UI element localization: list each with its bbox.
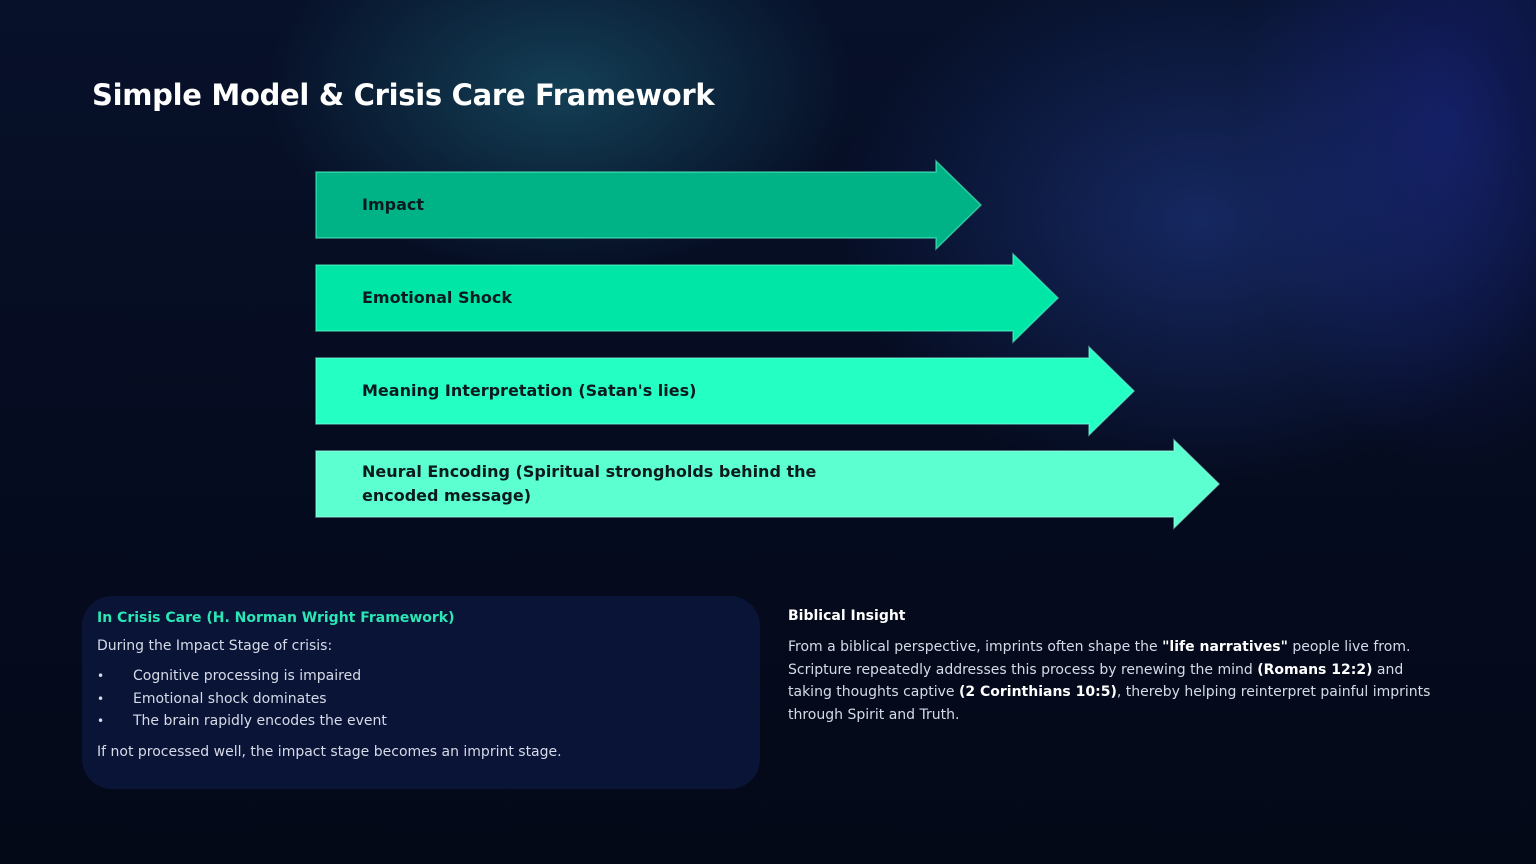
list-item-text: The brain rapidly encodes the event (133, 713, 387, 729)
biblical-insight-section: Biblical Insight From a biblical perspec… (788, 608, 1438, 726)
insight-text: From a biblical perspective, imprints of… (788, 639, 1163, 655)
insight-reference-romans: (Romans 12:2) (1257, 661, 1373, 678)
bullet: • (97, 714, 105, 728)
crisis-care-list: • Cognitive processing is impaired • Emoti… (97, 665, 745, 733)
insight-text: , thereby helping reinterpret painful im… (788, 684, 1431, 723)
list-item-text: Cognitive processing is impaired (133, 668, 362, 684)
list-item: • Emotional shock dominates (97, 688, 745, 711)
page-title: Simple Model & Crisis Care Framework (92, 78, 715, 112)
arrow-shape (315, 252, 1060, 344)
list-item: • Cognitive processing is impaired (97, 665, 745, 688)
arrow-emotional-shock: Emotional Shock (315, 252, 1060, 344)
arrow-label: Impact (362, 195, 425, 214)
arrow-impact: Impact (315, 159, 983, 251)
biblical-insight-heading: Biblical Insight (788, 608, 906, 624)
insight-text: people live from. Scripture repeatedly a… (788, 639, 1411, 678)
bullet: • (97, 691, 105, 706)
list-item: • The brain rapidly encodes the event (97, 710, 745, 733)
arrow-label: Meaning Interpretation (Satan's lies) (362, 381, 697, 400)
crisis-care-intro: During the Impact Stage of crisis: (97, 638, 333, 654)
arrow-shape (315, 159, 983, 251)
bullet: • (97, 669, 105, 683)
arrow-meaning-interpretation: Meaning Interpretation (Satan's lies) (315, 345, 1136, 437)
list-item-text: Emotional shock dominates (133, 690, 327, 707)
insight-text: and taking thoughts captive (788, 661, 1404, 701)
insight-emphasis-life-narratives: "life narratives" (1162, 639, 1288, 655)
arrow-label: Neural Encoding (Spiritual strongholds b… (362, 462, 817, 505)
arrow-shape (315, 438, 1221, 530)
crisis-care-outro: If not processed well, the impact stage … (97, 743, 562, 760)
arrow-shape (315, 345, 1136, 437)
biblical-insight-body: From a biblical perspective, imprints of… (788, 636, 1438, 726)
arrow-label: Emotional Shock (362, 288, 512, 307)
arrow-neural-encoding: Neural Encoding (Spiritual strongholds b… (315, 438, 1221, 530)
crisis-care-heading: In Crisis Care (H. Norman Wright Framewo… (97, 610, 455, 626)
insight-reference-corinthians: (2 Corinthians 10:5) (958, 684, 1117, 700)
crisis-care-panel: In Crisis Care (H. Norman Wright Framewo… (82, 596, 760, 789)
